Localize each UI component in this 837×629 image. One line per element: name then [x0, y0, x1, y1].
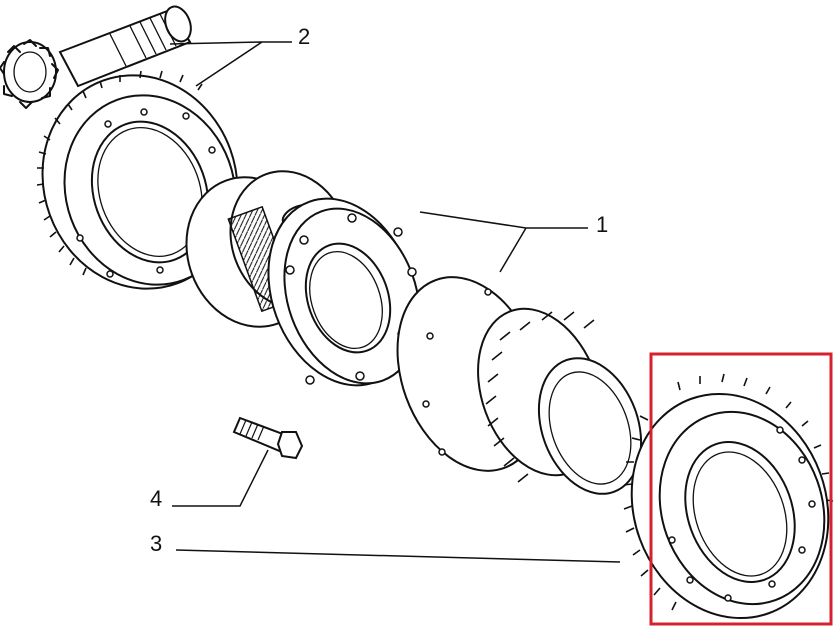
bolt [232, 416, 304, 460]
pinion-gear [0, 39, 59, 109]
leader-3 [175, 549, 621, 563]
output-gear [623, 373, 834, 620]
leader-1 [419, 211, 588, 273]
leader-4 [172, 449, 269, 507]
callout-label-4: 4 [150, 486, 163, 511]
callout-label-1: 1 [596, 212, 609, 237]
leader-2 [169, 41, 292, 87]
carrier-flange [267, 197, 421, 387]
pinion-shaft [0, 5, 192, 109]
callout-label-3: 3 [150, 531, 163, 556]
flange-bolt-holes [285, 213, 417, 385]
splined-hub [396, 276, 643, 495]
output-gear-bolt-holes [668, 426, 816, 602]
leader-lines [169, 41, 621, 563]
hub-bolt-holes [422, 288, 492, 456]
highlight-box [649, 352, 833, 626]
callout-label-2: 2 [298, 24, 311, 49]
